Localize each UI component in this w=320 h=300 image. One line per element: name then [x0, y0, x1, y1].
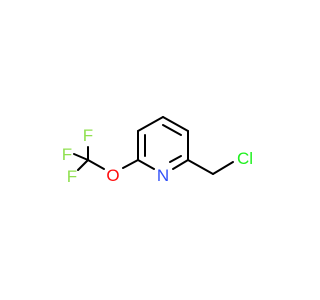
bond-cf3-f-left	[73, 153, 89, 161]
molecule-diagram: N O Cl F F F	[62, 116, 253, 186]
bond-c3-c4	[137, 116, 164, 132]
nitrogen-label: N	[157, 166, 169, 185]
bond-cf3-f-bottom	[77, 159, 89, 171]
bond-c4-c5	[162, 116, 189, 132]
bond-o-cf3	[87, 159, 105, 170]
bond-c6-n1-inner	[169, 155, 182, 163]
bond-c6-n1	[172, 159, 189, 170]
structure-canvas: N O Cl F F F	[62, 116, 253, 186]
chlorine-label: Cl	[237, 149, 253, 168]
bond-c6-ch2	[187, 159, 214, 175]
bond-c4-c5-inner	[162, 124, 182, 136]
fluorine-left-label: F	[62, 145, 72, 164]
fluorine-top-label: F	[83, 126, 93, 145]
oxygen-label: O	[106, 166, 119, 185]
bond-c2-o	[122, 159, 139, 169]
bond-n1-c2	[137, 159, 155, 170]
bond-ch2-cl	[212, 161, 234, 175]
fluorine-bottom-label: F	[67, 167, 77, 186]
